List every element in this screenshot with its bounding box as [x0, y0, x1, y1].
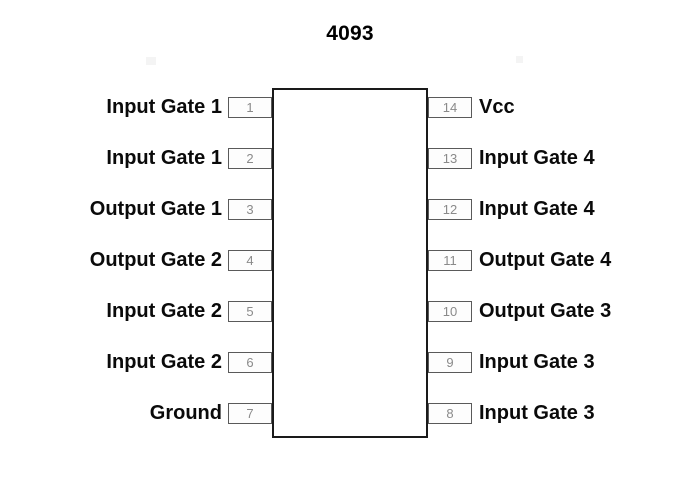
- pin-row-6: Input Gate 2 6: [0, 351, 272, 373]
- pin-row-14: 14 Vcc: [428, 96, 700, 118]
- pin-label-6: Input Gate 2: [106, 351, 222, 373]
- pin-label-3: Output Gate 1: [89, 198, 222, 220]
- pin-number-3: 3: [246, 201, 254, 217]
- pin-row-3: Output Gate 1 3: [0, 198, 272, 220]
- pin-label-9: Input Gate 3: [479, 351, 595, 373]
- pin-box-10: 10: [428, 300, 472, 322]
- pin-box-7: 7: [228, 402, 272, 424]
- pin-number-7: 7: [246, 405, 254, 421]
- pin-number-1: 1: [246, 99, 254, 115]
- pin-box-3: 3: [228, 198, 272, 220]
- pin-row-4: Output Gate 2 4: [0, 249, 272, 271]
- pin-box-12: 12: [428, 198, 472, 220]
- pin-number-2: 2: [246, 150, 254, 166]
- pin-label-8: Input Gate 3: [479, 402, 595, 424]
- pin-row-10: 10 Output Gate 3: [428, 300, 700, 322]
- pin-row-12: 12 Input Gate 4: [428, 198, 700, 220]
- pin-box-2: 2: [228, 147, 272, 169]
- pin-number-9: 9: [446, 354, 454, 370]
- pin-label-13: Input Gate 4: [479, 147, 595, 169]
- pin-box-11: 11: [428, 249, 472, 271]
- pin-row-1: Input Gate 1 1: [0, 96, 272, 118]
- pin-box-1: 1: [228, 96, 272, 118]
- pin-label-5: Input Gate 2: [106, 300, 222, 322]
- scan-artifact: [516, 56, 523, 63]
- pin-box-9: 9: [428, 351, 472, 373]
- pin-label-10: Output Gate 3: [479, 300, 612, 322]
- pin-label-1: Input Gate 1: [106, 96, 222, 118]
- pin-label-2: Input Gate 1: [106, 147, 222, 169]
- pin-number-4: 4: [246, 252, 254, 268]
- pin-box-6: 6: [228, 351, 272, 373]
- pin-row-13: 13 Input Gate 4: [428, 147, 700, 169]
- pin-row-7: Ground 7: [0, 402, 272, 424]
- pin-label-7: Ground: [149, 402, 222, 424]
- pin-box-8: 8: [428, 402, 472, 424]
- pin-row-2: Input Gate 1 2: [0, 147, 272, 169]
- pin-row-8: 8 Input Gate 3: [428, 402, 700, 424]
- pin-label-14: Vcc: [479, 96, 515, 118]
- pin-number-14: 14: [442, 99, 458, 115]
- page-title: 4093: [326, 22, 374, 45]
- pin-box-4: 4: [228, 249, 272, 271]
- pin-box-13: 13: [428, 147, 472, 169]
- pin-number-12: 12: [442, 201, 458, 217]
- pin-row-9: 9 Input Gate 3: [428, 351, 700, 373]
- pin-label-12: Input Gate 4: [479, 198, 595, 220]
- pin-row-5: Input Gate 2 5: [0, 300, 272, 322]
- pin-label-11: Output Gate 4: [479, 249, 612, 271]
- pin-number-11: 11: [443, 252, 457, 268]
- pin-number-8: 8: [446, 405, 454, 421]
- pin-box-14: 14: [428, 96, 472, 118]
- scan-artifact: [146, 57, 156, 65]
- pin-row-11: 11 Output Gate 4: [428, 249, 700, 271]
- pin-number-10: 10: [442, 303, 458, 319]
- chip-body: [272, 88, 428, 438]
- pin-number-6: 6: [246, 354, 254, 370]
- pin-number-13: 13: [442, 150, 458, 166]
- pin-box-5: 5: [228, 300, 272, 322]
- pin-label-4: Output Gate 2: [89, 249, 222, 271]
- pin-number-5: 5: [246, 303, 254, 319]
